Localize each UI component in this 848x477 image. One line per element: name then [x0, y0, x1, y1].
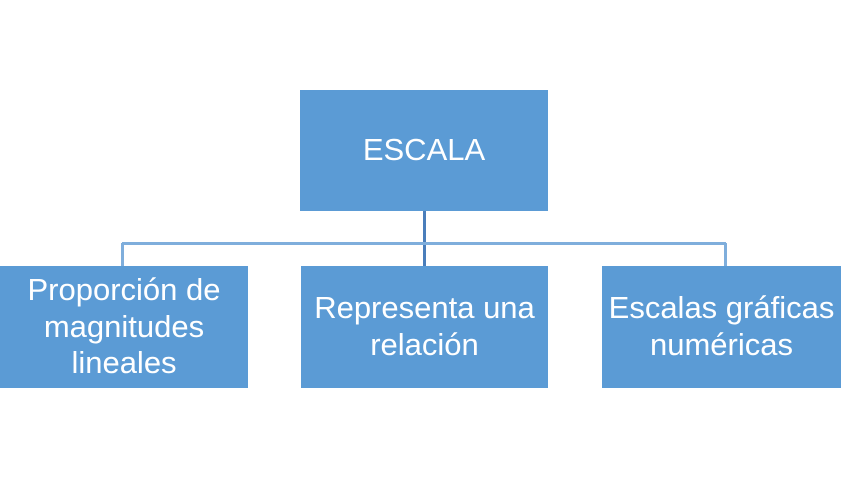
node-child-representa[interactable]: Representa una relación [301, 266, 548, 388]
node-child-1-label: Representa una relación [314, 290, 535, 362]
node-child-proporcion[interactable]: Proporción de magnitudes lineales [0, 266, 248, 388]
node-root-label: ESCALA [362, 132, 486, 168]
node-child-escalas-graficas[interactable]: Escalas gráficas numéricas [602, 266, 841, 388]
node-child-2-label: Escalas gráficas numéricas [608, 290, 835, 362]
node-root-escala[interactable]: ESCALA [300, 90, 548, 211]
node-child-0-label: Proporción de magnitudes lineales [27, 272, 221, 381]
